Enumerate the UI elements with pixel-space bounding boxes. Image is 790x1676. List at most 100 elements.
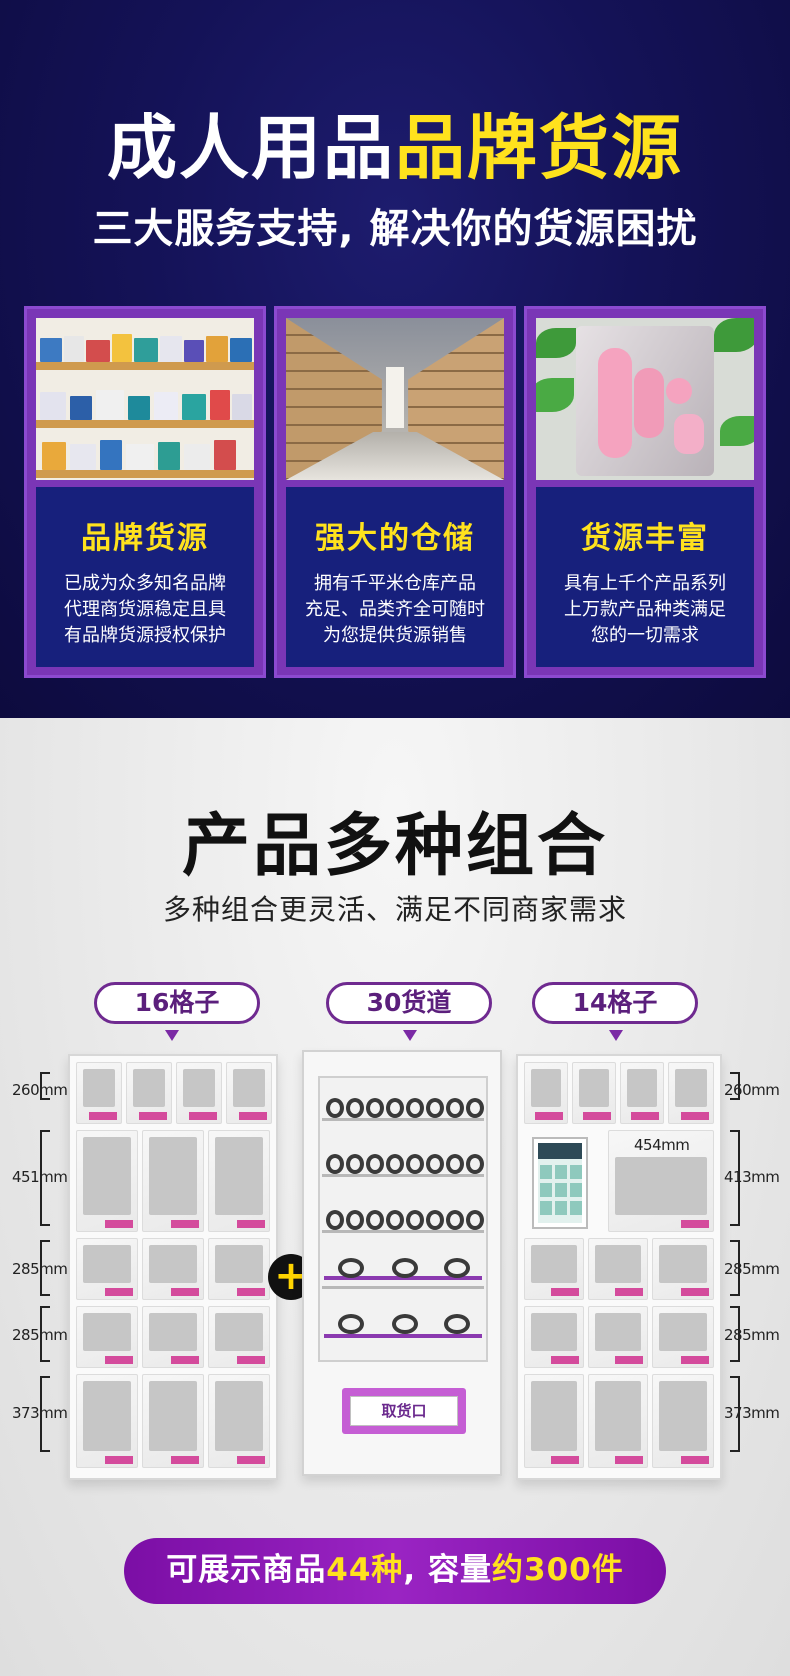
dim-label: 451mm [12, 1168, 68, 1186]
pickup-slot: 取货口 [342, 1388, 466, 1434]
locker-door [652, 1238, 714, 1300]
locker-door [76, 1374, 138, 1468]
locker-door [652, 1306, 714, 1368]
dim-bracket [40, 1240, 50, 1296]
locker-door [142, 1130, 204, 1232]
locker-door [668, 1062, 714, 1124]
card-warehouse: 强大的仓储 拥有千平米仓库产品 充足、品类齐全可随时 为您提供货源销售 [274, 306, 516, 678]
card-panel: 货源丰富 具有上千个产品系列 上万款产品种类满足 您的一切需求 [536, 487, 754, 667]
card-line: 有品牌货源授权保护 [64, 625, 226, 646]
dim-bracket [730, 1240, 740, 1296]
combo-title: 产品多种组合 [181, 807, 608, 886]
capacity-text-1: 可展示商品 [166, 1552, 327, 1588]
locker-door [76, 1062, 122, 1124]
title-white: 成人用品 [107, 107, 395, 189]
locker-door [226, 1062, 272, 1124]
capacity-volume: 约300件 [492, 1552, 624, 1588]
pickup-label: 取货口 [350, 1396, 458, 1426]
locker-door [208, 1374, 270, 1468]
dim-bracket [730, 1072, 740, 1100]
arrow-down-icon [165, 1030, 179, 1041]
label-14-lockers: 14格子 [532, 982, 698, 1024]
touch-screen [532, 1137, 588, 1229]
locker-door [208, 1130, 270, 1232]
card-title: 货源丰富 [581, 521, 709, 556]
label-30-channels: 30货道 [326, 982, 492, 1024]
card-line: 上万款产品种类满足 [564, 599, 726, 620]
locker-door [588, 1238, 648, 1300]
locker-door [524, 1306, 584, 1368]
inner-dim-label: 454mm [634, 1136, 690, 1154]
card-line: 具有上千个产品系列 [564, 573, 726, 594]
dim-label: 285mm [12, 1260, 68, 1278]
locker-door [524, 1062, 568, 1124]
locker-door [76, 1130, 138, 1232]
locker-door [176, 1062, 222, 1124]
locker-door [126, 1062, 172, 1124]
card-rich-supply: 货源丰富 具有上千个产品系列 上万款产品种类满足 您的一切需求 [524, 306, 766, 678]
arrow-down-icon [609, 1030, 623, 1041]
main-title: 成人用品品牌货源 [0, 92, 790, 193]
label-16-lockers: 16格子 [94, 982, 260, 1024]
locker-door [142, 1374, 204, 1468]
locker-door [588, 1374, 648, 1468]
locker-door [208, 1306, 270, 1368]
dim-label: 373mm [12, 1404, 68, 1422]
combo-subtitle: 多种组合更灵活、满足不同商家需求 [162, 893, 627, 926]
card-description: 具有上千个产品系列 上万款产品种类满足 您的一切需求 [536, 571, 754, 649]
locker-door [572, 1062, 616, 1124]
card-description: 拥有千平米仓库产品 充足、品类齐全可随时 为您提供货源销售 [286, 571, 504, 649]
dim-label: 260mm [12, 1081, 68, 1099]
dim-label: 285mm [724, 1260, 780, 1278]
card-panel: 强大的仓储 拥有千平米仓库产品 充足、品类齐全可随时 为您提供货源销售 [286, 487, 504, 667]
capacity-text-2: , 容量 [403, 1552, 492, 1588]
arrow-down-icon [403, 1030, 417, 1041]
dim-label: 285mm [724, 1326, 780, 1344]
locker-door [524, 1238, 584, 1300]
locker-cabinet-16 [68, 1054, 278, 1480]
locker-door [524, 1374, 584, 1468]
dim-bracket [40, 1376, 50, 1452]
card-line: 已成为众多知名品牌 [64, 573, 226, 594]
locker-door [76, 1238, 138, 1300]
dim-bracket [40, 1306, 50, 1362]
main-subtitle: 三大服务支持, 解决你的货源困扰 [92, 206, 698, 252]
dim-bracket [730, 1130, 740, 1226]
dim-bracket [40, 1130, 50, 1226]
locker-door [652, 1374, 714, 1468]
warehouse-photo [286, 318, 504, 480]
card-title: 强大的仓储 [315, 521, 475, 556]
dim-bracket [730, 1306, 740, 1362]
card-description: 已成为众多知名品牌 代理商货源稳定且具 有品牌货源授权保护 [36, 571, 254, 649]
dim-label: 285mm [12, 1326, 68, 1344]
dim-label: 373mm [724, 1404, 780, 1422]
dim-bracket [730, 1376, 740, 1452]
capacity-banner: 可展示商品44种, 容量约300件 [124, 1538, 666, 1604]
card-panel: 品牌货源 已成为众多知名品牌 代理商货源稳定且具 有品牌货源授权保护 [36, 487, 254, 667]
locker-door [142, 1238, 204, 1300]
dim-bracket [40, 1072, 50, 1100]
title-yellow: 品牌货源 [395, 107, 683, 189]
locker-door [620, 1062, 664, 1124]
card-line: 代理商货源稳定且具 [64, 599, 226, 620]
brand-source-section: 成人用品品牌货源 三大服务支持, 解决你的货源困扰 [0, 0, 790, 718]
locker-door [76, 1306, 138, 1368]
card-line: 您的一切需求 [591, 625, 699, 646]
card-title: 品牌货源 [81, 521, 209, 556]
dim-label: 260mm [724, 1081, 780, 1099]
vending-machine-30: 取货口 [302, 1050, 502, 1476]
locker-door-large [608, 1130, 714, 1232]
card-line: 充足、品类齐全可随时 [305, 599, 485, 620]
dim-label: 413mm [724, 1168, 780, 1186]
locker-door [142, 1306, 204, 1368]
vending-window [318, 1076, 488, 1362]
locker-cabinet-14 [516, 1054, 722, 1480]
locker-door [588, 1306, 648, 1368]
capacity-count: 44种 [326, 1552, 404, 1588]
locker-door [208, 1238, 270, 1300]
card-line: 为您提供货源销售 [323, 625, 467, 646]
card-brand-source: 品牌货源 已成为众多知名品牌 代理商货源稳定且具 有品牌货源授权保护 [24, 306, 266, 678]
products-photo [536, 318, 754, 480]
card-line: 拥有千平米仓库产品 [314, 573, 476, 594]
shelf-photo [36, 318, 254, 480]
